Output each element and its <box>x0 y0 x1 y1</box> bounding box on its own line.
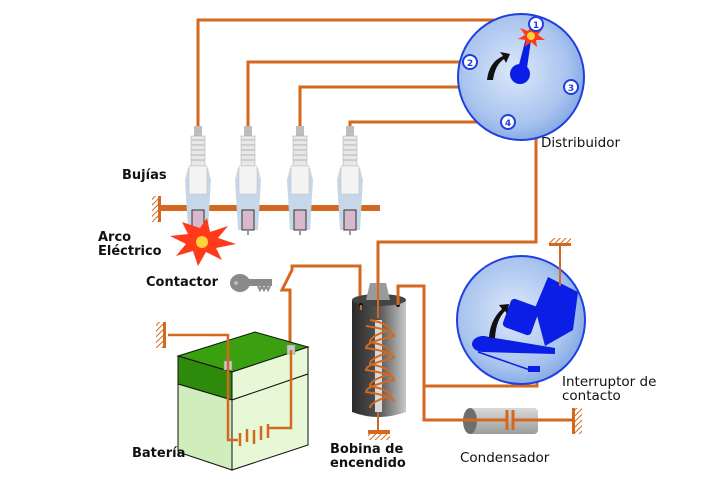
battery <box>156 322 310 471</box>
switch-wires <box>279 264 362 350</box>
svg-text:2: 2 <box>467 59 473 69</box>
terminal-1: 1 <box>528 16 544 32</box>
wire-terminal-1 <box>196 18 534 128</box>
arc-label-line1: Arco <box>98 230 132 245</box>
breaker-label-line2: contacto <box>562 388 621 404</box>
ignition-switch-label: Contactor <box>146 275 218 290</box>
ignition-key-icon <box>230 274 272 293</box>
breaker-label-line1: Interruptor de <box>562 374 657 390</box>
ignition-coil <box>352 270 406 440</box>
battery-label: Batería <box>132 446 186 461</box>
engine-ground <box>152 196 380 222</box>
terminal-4: 4 <box>500 114 516 130</box>
distributor: 1 2 3 4 <box>457 13 585 141</box>
svg-text:1: 1 <box>533 21 539 31</box>
condenser-label: Condensador <box>460 450 550 466</box>
spark-plug <box>287 126 313 235</box>
arc-label-line2: Eléctrico <box>98 244 162 259</box>
terminal-2: 2 <box>462 54 478 70</box>
spark-plugs-label: Bujías <box>122 168 167 183</box>
wire-terminal-2 <box>246 60 466 128</box>
spark-plug <box>337 126 363 235</box>
rotation-arrow-icon <box>487 52 510 80</box>
coil-label-line1: Bobina de <box>330 442 404 457</box>
spark-plugs <box>185 126 363 235</box>
svg-text:4: 4 <box>505 119 511 129</box>
rotation-arrow-icon <box>489 304 509 338</box>
svg-text:3: 3 <box>568 84 574 94</box>
spark-plug <box>185 126 211 235</box>
condenser <box>424 408 582 434</box>
spark-plug <box>235 126 261 235</box>
contact-breaker <box>456 238 586 385</box>
wire-coil-to-distributor <box>376 80 538 290</box>
terminal-3: 3 <box>563 79 579 95</box>
distributor-label: Distribuidor <box>541 135 621 151</box>
coil-label-line2: encendido <box>330 456 406 471</box>
